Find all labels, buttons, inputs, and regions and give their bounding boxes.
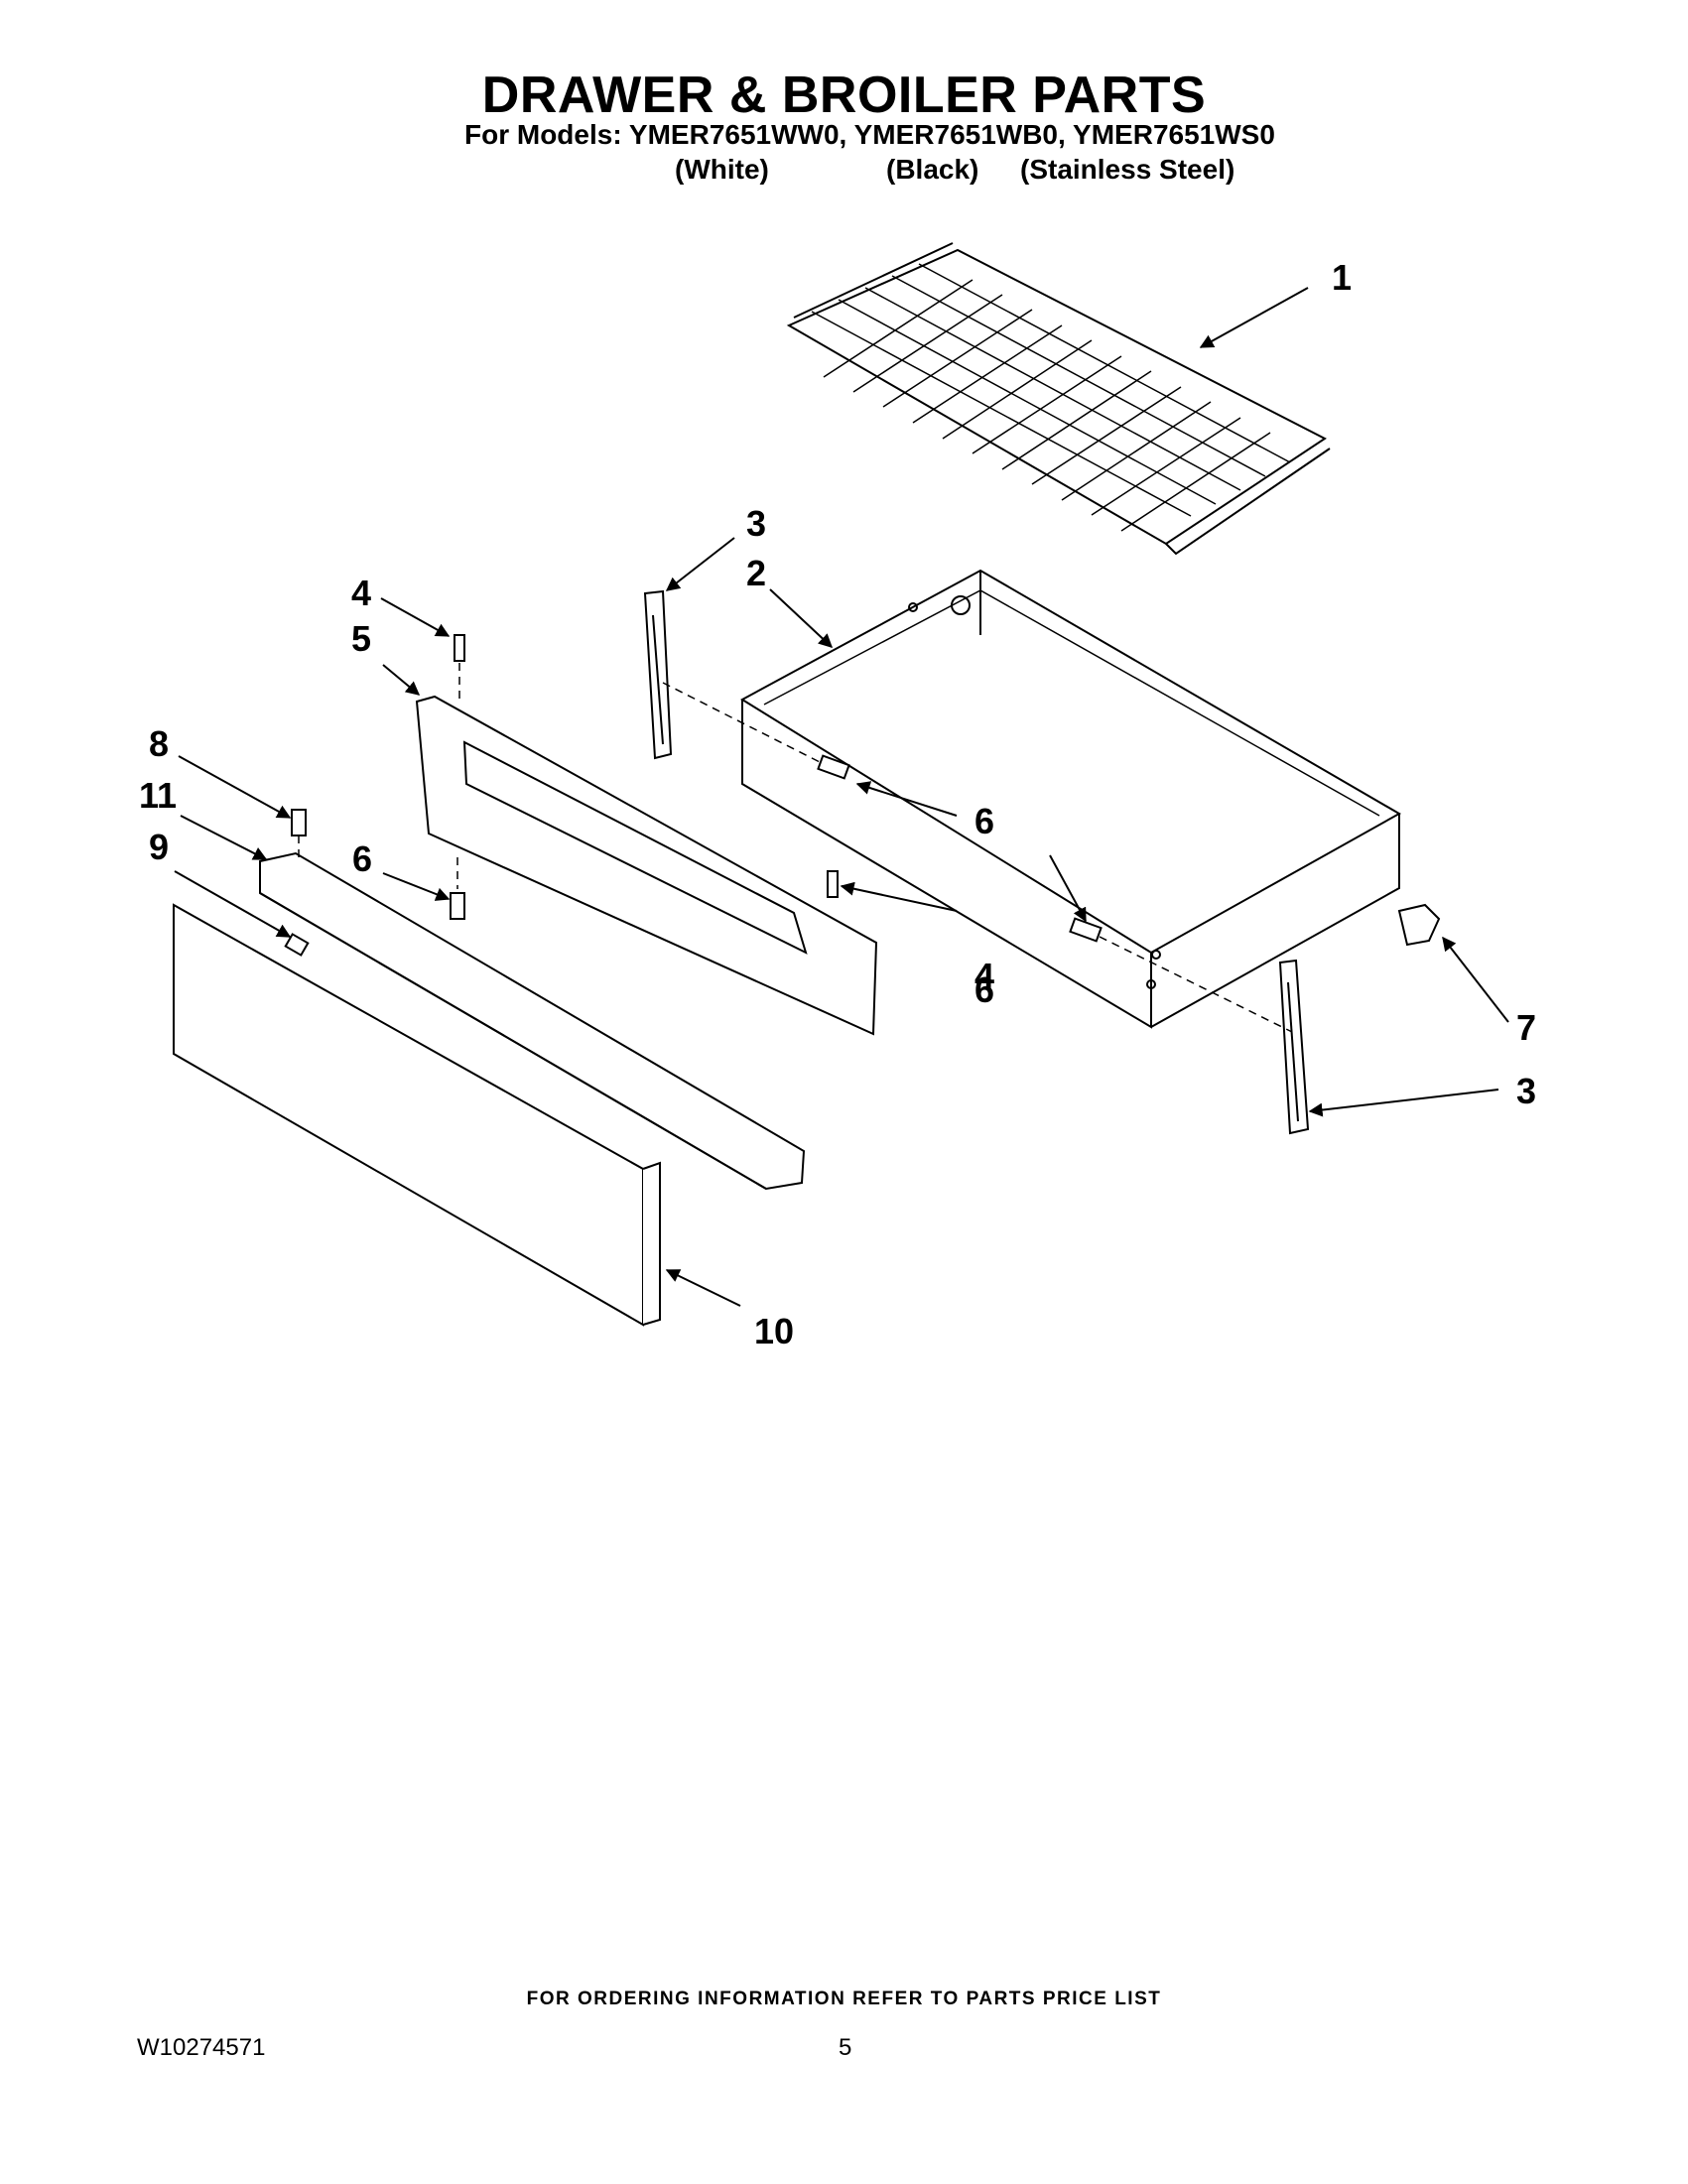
callout-4-top: 4 — [351, 573, 371, 613]
variant-black: (Black) — [886, 154, 979, 185]
screw-4b — [827, 870, 839, 898]
callout-6-lower: 6 — [974, 969, 994, 1010]
part-outer-drawer-front — [173, 903, 661, 1327]
callout-3-top: 3 — [746, 503, 766, 544]
part-drawer-pan — [740, 569, 1402, 1029]
callout-4-bottom: 4 — [974, 956, 994, 996]
leader-arrows — [174, 287, 1509, 1307]
callout-1: 1 — [1332, 257, 1352, 298]
document-number: W10274571 — [137, 2034, 266, 2061]
callout-3-bottom: 3 — [1516, 1071, 1536, 1111]
part-clip — [284, 933, 310, 957]
part-slide-bracket-right — [1278, 959, 1310, 1135]
page-number: 5 — [839, 2034, 852, 2061]
part-handle-bar — [259, 851, 806, 1191]
screw-4a — [454, 634, 465, 662]
callout-11: 11 — [139, 775, 177, 816]
part-inner-front-panel — [415, 695, 878, 1036]
screw-6a — [450, 892, 465, 920]
callout-6-upper: 6 — [974, 801, 994, 841]
screw-6b — [817, 754, 850, 780]
callout-6-left: 6 — [352, 838, 372, 879]
part-broiler-rack — [786, 242, 1331, 556]
screw-6c — [1069, 917, 1103, 943]
ordering-info-note: FOR ORDERING INFORMATION REFER TO PARTS … — [526, 1989, 1162, 2009]
part-slide-bracket-left — [643, 589, 673, 760]
callout-7: 7 — [1516, 1007, 1536, 1048]
callout-5: 5 — [351, 618, 371, 659]
alignment-lines — [298, 663, 1293, 1033]
callout-2: 2 — [746, 553, 766, 593]
variant-white: (White) — [675, 154, 769, 185]
page-title: DRAWER & BROILER PARTS — [481, 66, 1207, 124]
screw-8 — [291, 809, 307, 836]
variant-stainless: (Stainless Steel) — [1020, 154, 1235, 185]
callout-10: 10 — [754, 1311, 794, 1351]
models-line: For Models: YMER7651WW0, YMER7651WB0, YM… — [464, 119, 1275, 150]
part-latch — [1397, 903, 1441, 947]
callout-8: 8 — [149, 723, 169, 764]
callout-9: 9 — [149, 827, 169, 867]
